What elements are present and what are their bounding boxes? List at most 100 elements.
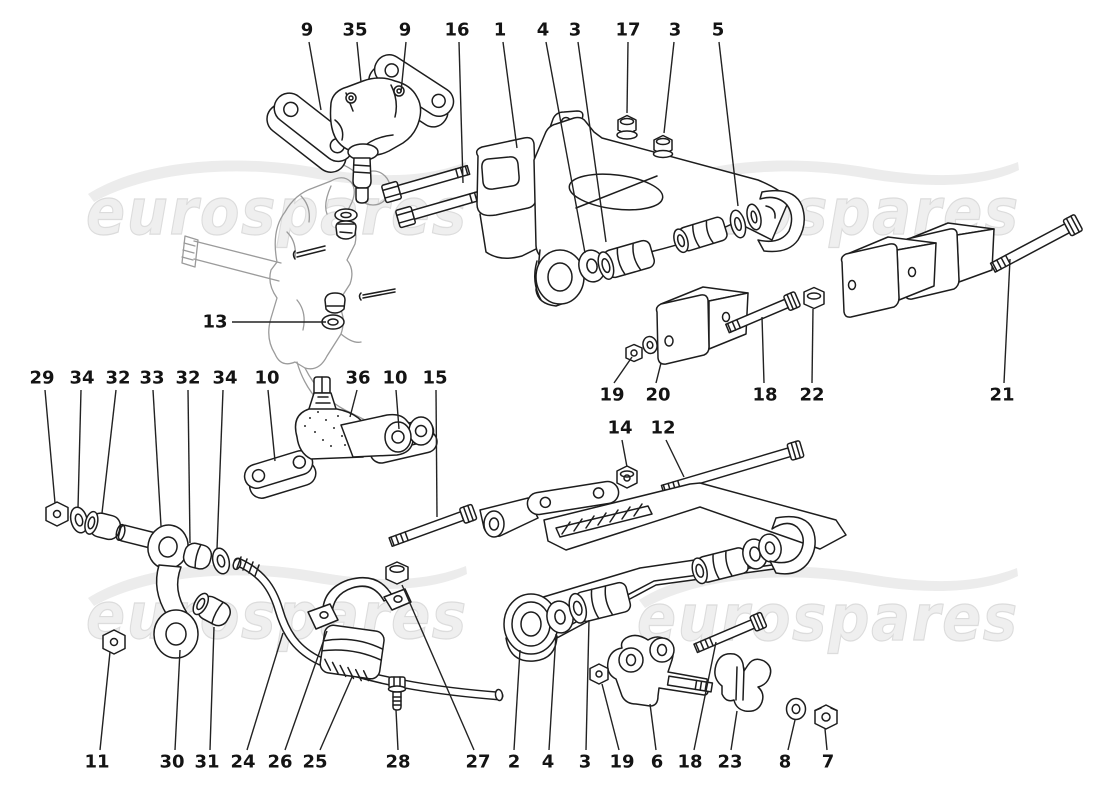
callout-number[interactable]: 10 — [382, 368, 407, 389]
callout-25[interactable]: 25 — [302, 676, 353, 773]
callout-13[interactable]: 13 — [202, 312, 326, 333]
callout-number[interactable]: 1 — [494, 20, 507, 41]
callout-number[interactable]: 16 — [444, 20, 469, 41]
callout-9[interactable]: 9 — [301, 20, 322, 111]
callout-leader-line — [655, 362, 662, 384]
callout-22[interactable]: 22 — [799, 308, 825, 406]
callout-number[interactable]: 25 — [302, 752, 327, 773]
callout-number[interactable]: 33 — [139, 368, 164, 389]
callout-number[interactable]: 19 — [599, 385, 624, 406]
callout-number[interactable]: 3 — [569, 20, 582, 41]
callout-11[interactable]: 11 — [84, 651, 111, 773]
callout-number[interactable]: 12 — [650, 418, 675, 439]
callout-number[interactable]: 14 — [607, 418, 632, 439]
callout-10[interactable]: 10 — [382, 368, 408, 430]
callout-3[interactable]: 3 — [569, 20, 607, 243]
callout-15[interactable]: 15 — [422, 368, 448, 518]
callout-number[interactable]: 34 — [69, 368, 94, 389]
callout-number[interactable]: 20 — [645, 385, 670, 406]
callout-32[interactable]: 32 — [101, 368, 131, 514]
callout-30[interactable]: 30 — [159, 649, 185, 773]
callout-3[interactable]: 3 — [663, 20, 682, 134]
callout-number[interactable]: 34 — [212, 368, 237, 389]
callout-31[interactable]: 31 — [194, 626, 220, 773]
callout-35[interactable]: 35 — [342, 20, 368, 83]
callout-number[interactable]: 3 — [579, 752, 592, 773]
callout-23[interactable]: 23 — [717, 710, 743, 773]
callout-number[interactable]: 4 — [537, 20, 550, 41]
callout-16[interactable]: 16 — [444, 20, 470, 184]
callout-6[interactable]: 6 — [649, 703, 664, 773]
callout-number[interactable]: 32 — [105, 368, 130, 389]
callout-14[interactable]: 14 — [607, 418, 633, 468]
callout-5[interactable]: 5 — [712, 20, 739, 207]
callout-number[interactable]: 3 — [669, 20, 682, 41]
callout-27[interactable]: 27 — [401, 584, 491, 773]
callout-number[interactable]: 2 — [508, 752, 521, 773]
callout-number[interactable]: 7 — [822, 752, 835, 773]
callout-8[interactable]: 8 — [779, 719, 796, 773]
callout-number[interactable]: 9 — [301, 20, 314, 41]
clamp-nut — [385, 561, 409, 585]
callout-leader-line — [502, 41, 518, 149]
callout-17[interactable]: 17 — [615, 20, 641, 114]
callout-number[interactable]: 31 — [194, 752, 219, 773]
callout-34[interactable]: 34 — [69, 368, 95, 509]
callout-leader-line — [395, 709, 399, 751]
callout-number[interactable]: 23 — [717, 752, 742, 773]
callout-number[interactable]: 27 — [465, 752, 490, 773]
callout-19[interactable]: 19 — [601, 683, 635, 773]
callout-number[interactable]: 8 — [779, 752, 792, 773]
callout-number[interactable]: 10 — [254, 368, 279, 389]
callout-3[interactable]: 3 — [579, 619, 592, 773]
callout-32[interactable]: 32 — [175, 368, 201, 544]
callout-number[interactable]: 18 — [752, 385, 777, 406]
callout-number[interactable]: 11 — [84, 752, 109, 773]
callout-leader-line — [267, 389, 276, 462]
callout-number[interactable]: 15 — [422, 368, 447, 389]
callout-number[interactable]: 30 — [159, 752, 184, 773]
upper-ball-joint — [329, 77, 422, 204]
callout-4[interactable]: 4 — [537, 20, 586, 254]
callout-9[interactable]: 9 — [399, 20, 412, 93]
callout-number[interactable]: 13 — [202, 312, 227, 333]
callout-number[interactable]: 9 — [399, 20, 412, 41]
callout-19[interactable]: 19 — [599, 356, 633, 406]
callout-18[interactable]: 18 — [677, 641, 717, 773]
callout-10[interactable]: 10 — [254, 368, 280, 462]
callout-number[interactable]: 32 — [175, 368, 200, 389]
callout-number[interactable]: 36 — [345, 368, 370, 389]
callout-number[interactable]: 5 — [712, 20, 725, 41]
callout-33[interactable]: 33 — [139, 368, 165, 527]
callout-number[interactable]: 26 — [267, 752, 292, 773]
callout-number[interactable]: 18 — [677, 752, 702, 773]
callout-number[interactable]: 17 — [615, 20, 640, 41]
callout-24[interactable]: 24 — [230, 632, 284, 773]
callout-7[interactable]: 7 — [822, 728, 835, 773]
callout-1[interactable]: 1 — [494, 20, 518, 149]
callout-36[interactable]: 36 — [345, 368, 371, 418]
callout-20[interactable]: 20 — [645, 362, 671, 406]
callout-number[interactable]: 6 — [651, 752, 664, 773]
callout-21[interactable]: 21 — [989, 258, 1015, 406]
callout-29[interactable]: 29 — [29, 368, 56, 504]
callout-number[interactable]: 22 — [799, 385, 824, 406]
rear-bushing-set — [673, 189, 805, 254]
callout-34[interactable]: 34 — [212, 368, 238, 550]
callout-number[interactable]: 35 — [342, 20, 367, 41]
callout-number[interactable]: 19 — [609, 752, 634, 773]
callout-26[interactable]: 26 — [267, 630, 328, 773]
callout-28[interactable]: 28 — [385, 709, 411, 773]
callout-12[interactable]: 12 — [650, 418, 685, 478]
callout-number[interactable]: 4 — [542, 752, 555, 773]
callout-number[interactable]: 24 — [230, 752, 255, 773]
callout-2[interactable]: 2 — [508, 649, 521, 773]
callout-number[interactable]: 28 — [385, 752, 410, 773]
callout-number[interactable]: 29 — [29, 368, 54, 389]
callout-leader-line — [356, 41, 362, 83]
callout-number[interactable]: 21 — [989, 385, 1014, 406]
callout-4[interactable]: 4 — [542, 633, 557, 773]
lower-ball-joint — [243, 376, 438, 499]
callout-18[interactable]: 18 — [752, 316, 778, 406]
